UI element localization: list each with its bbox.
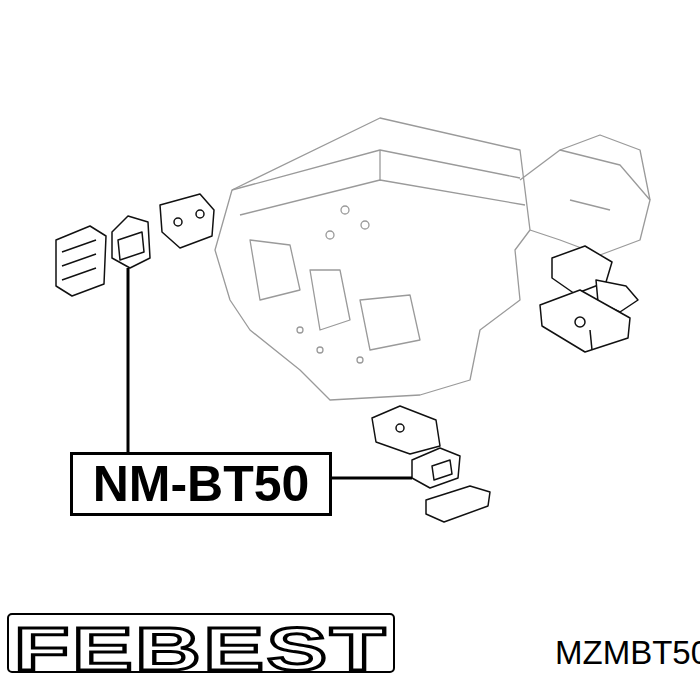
mount-bracket: [160, 194, 214, 248]
leader-lines: [128, 268, 412, 478]
leader-line: [127, 268, 130, 452]
part-number: NM-BT50: [93, 459, 310, 509]
lower-bracket: [372, 406, 440, 454]
lower-mount: [412, 448, 460, 488]
mount-parts: [56, 194, 638, 522]
rear-mount: [540, 290, 630, 352]
engine-sketch: [215, 118, 650, 400]
leader-line: [332, 477, 412, 480]
brand-logo: FEBEST: [14, 618, 388, 680]
engine-mount: [112, 216, 150, 268]
part-code: MZMBT50: [555, 636, 700, 669]
mount-pad: [56, 226, 106, 296]
part-number-box: NM-BT50: [70, 452, 332, 516]
lower-pad: [426, 486, 490, 522]
